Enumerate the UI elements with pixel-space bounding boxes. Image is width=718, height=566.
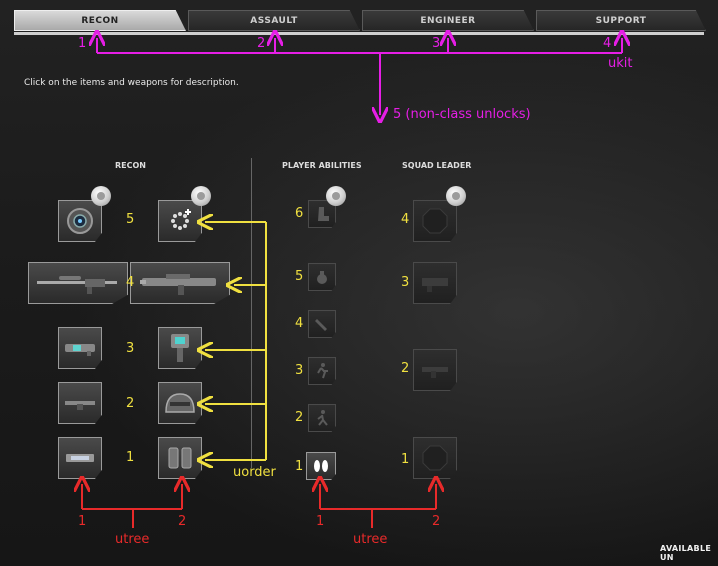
uorder-label: uorder [233, 465, 276, 480]
knife-ability-card[interactable] [308, 310, 336, 338]
recon-level-3: 3 [126, 341, 135, 356]
unlock-badge [326, 186, 346, 206]
squad-level-3: 3 [401, 275, 410, 290]
c4-card[interactable] [58, 437, 102, 479]
assault-rifle-icon [140, 274, 216, 295]
c4-icon [66, 454, 94, 462]
squad-octagon-card-top[interactable] [413, 200, 457, 242]
squad-launcher-card[interactable] [413, 262, 457, 304]
unlock-badge [91, 186, 111, 206]
ability-level-6: 6 [295, 206, 304, 221]
sniper-rifle-icon [37, 276, 117, 294]
yellow-uorder-arrows [205, 222, 267, 460]
sprint-ability-card[interactable] [308, 357, 336, 385]
utree-left-2: 2 [178, 514, 187, 529]
unlock-badge [446, 186, 466, 206]
tab-underline [14, 32, 704, 35]
magenta-ukit-arrows [97, 38, 622, 115]
grenade-ability-card[interactable] [308, 263, 336, 291]
radio-beacon-icon [171, 334, 189, 362]
pistol-card[interactable] [58, 382, 102, 424]
octagon-icon [422, 208, 448, 234]
sprint-icon [317, 363, 328, 379]
ability-level-3: 3 [295, 363, 304, 378]
ability-level-2: 2 [295, 410, 304, 425]
squad-level-2: 2 [401, 361, 410, 376]
gadget-launcher-icon [65, 344, 95, 356]
available-unlocks-text: AVAILABLE UN [660, 544, 712, 562]
ability-level-1: 1 [295, 459, 304, 474]
recon-level-1: 1 [126, 450, 135, 465]
gun-icon [422, 367, 448, 378]
recon-level-5: 5 [126, 212, 135, 227]
utree-right-2: 2 [432, 514, 441, 529]
gadget-launcher-card[interactable] [58, 327, 102, 369]
utree-left-1: 1 [78, 514, 87, 529]
squad-level-4: 4 [401, 212, 410, 227]
spotting-upgrade-card[interactable] [158, 200, 202, 242]
squad-gun-card[interactable] [413, 349, 457, 391]
boot-icon [318, 207, 329, 221]
squad-level-1: 1 [401, 452, 410, 467]
ukit-label: ukit [608, 56, 633, 71]
assault-rifle-card[interactable] [130, 262, 230, 304]
tab-number-2: 2 [257, 36, 266, 51]
tab-number-3: 3 [432, 36, 441, 51]
column-divider [251, 158, 252, 468]
footprints-icon [314, 460, 328, 472]
radio-beacon-card[interactable] [158, 327, 202, 369]
column-recon: RECON [115, 161, 146, 170]
knife-icon [315, 319, 327, 331]
helmet-icon [165, 393, 195, 413]
tab-number-4: 4 [603, 36, 612, 51]
octagon-icon [422, 445, 448, 471]
column-squad-leader: SQUAD LEADER [402, 161, 472, 170]
grenade-icon [317, 271, 327, 284]
column-player-abilities: PLAYER ABILITIES [282, 161, 362, 170]
ability-level-4: 4 [295, 316, 304, 331]
tab-number-1: 1 [78, 36, 87, 51]
run-ability-card[interactable] [308, 404, 336, 432]
unlock-badge [191, 186, 211, 206]
ability-level-5: 5 [295, 269, 304, 284]
ammo-pouch-icon [168, 447, 192, 469]
red-utree-arrows-left [82, 484, 182, 528]
squad-octagon-card-bottom[interactable] [413, 437, 457, 479]
utree-left-label: utree [115, 532, 150, 547]
sniper-rifle-card[interactable] [28, 262, 128, 304]
red-utree-arrows-right [320, 484, 436, 528]
hint-text: Click on the items and weapons for descr… [24, 78, 239, 88]
launcher-icon [422, 278, 448, 292]
recon-level-4: 4 [126, 275, 135, 290]
spotting-upgrade-icon [171, 209, 191, 230]
utree-right-1: 1 [316, 514, 325, 529]
recon-level-2: 2 [126, 396, 135, 411]
pistol-icon [65, 401, 95, 410]
non-class-unlocks-label: 5 (non-class unlocks) [393, 107, 531, 122]
helmet-card[interactable] [158, 382, 202, 424]
motion-sensor-card[interactable] [58, 200, 102, 242]
motion-sensor-icon [67, 208, 93, 234]
utree-right-label: utree [353, 532, 388, 547]
run-icon [317, 410, 328, 426]
